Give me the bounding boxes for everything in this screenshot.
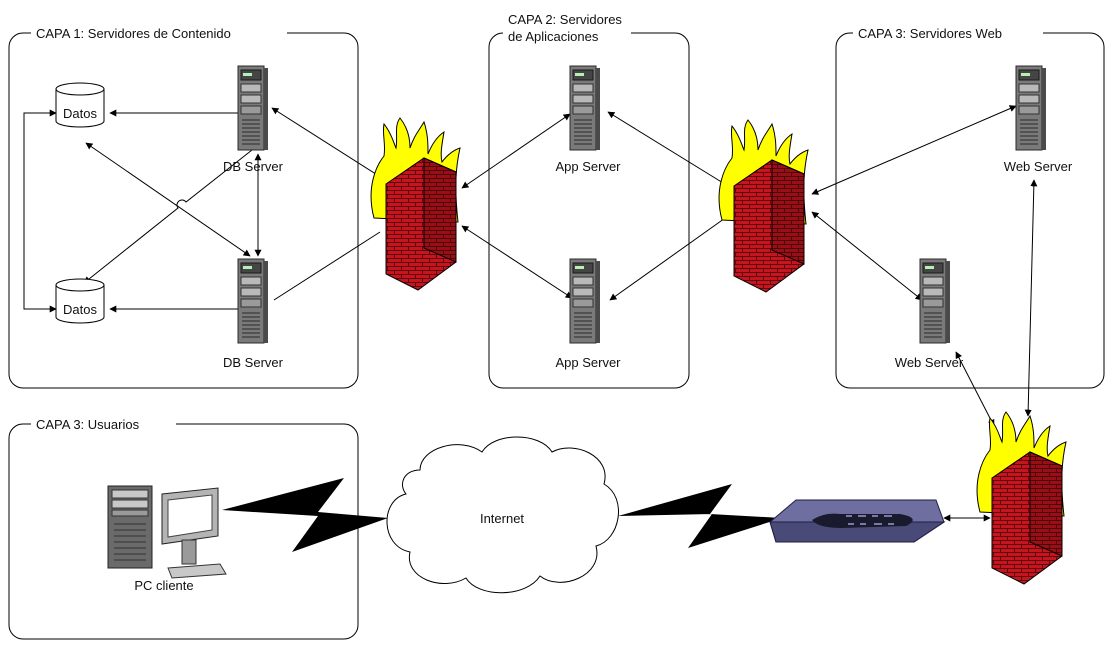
pc-client-label: PC cliente (134, 578, 193, 593)
db-server-top-label: DB Server (223, 159, 284, 174)
lightning-link-pc-internet (222, 478, 388, 552)
connections (23, 105, 1038, 522)
app-server-top-label: App Server (555, 159, 621, 174)
app-server-top-icon (569, 65, 601, 151)
web-server-top-icon (1015, 65, 1047, 151)
zone-users-title: CAPA 3: Usuarios (36, 417, 140, 432)
desktop-pc-icon (107, 485, 227, 579)
zone-content-servers: CAPA 1: Servidores de Contenido (8, 24, 359, 389)
cloud-icon (386, 436, 619, 594)
zone-web-servers: CAPA 3: Servidores Web (835, 24, 1105, 389)
internet-cloud: Internet (386, 436, 619, 594)
database-datos-top: Datos (55, 82, 105, 128)
firewall-2-icon (718, 119, 809, 293)
datos-bottom-label: Datos (63, 302, 97, 317)
firewall-1-icon (370, 117, 461, 291)
firewall-3-icon (976, 411, 1067, 585)
web-server-bottom-icon (919, 258, 951, 344)
database-datos-bottom: Datos (55, 278, 105, 324)
datos-top-label: Datos (63, 106, 97, 121)
db-server-top-icon (237, 65, 269, 151)
app-server-bottom-icon (569, 258, 601, 344)
zone-web-title: CAPA 3: Servidores Web (858, 26, 1002, 41)
db-server-bottom-icon (237, 258, 269, 344)
router (769, 499, 946, 543)
db-server-bottom-label: DB Server (223, 355, 284, 370)
zone-apps-title-line2: de Aplicaciones (508, 29, 599, 44)
zone-content-title: CAPA 1: Servidores de Contenido (36, 26, 231, 41)
zone-apps-title-line1: CAPA 2: Servidores (508, 12, 622, 27)
web-server-top-label: Web Server (1004, 159, 1073, 174)
internet-label: Internet (480, 511, 524, 526)
app-server-bottom-label: App Server (555, 355, 621, 370)
pc-client: PC cliente (107, 485, 227, 593)
lightning-link-internet-router (618, 484, 782, 548)
web-server-bottom-label: Web Server (895, 355, 964, 370)
